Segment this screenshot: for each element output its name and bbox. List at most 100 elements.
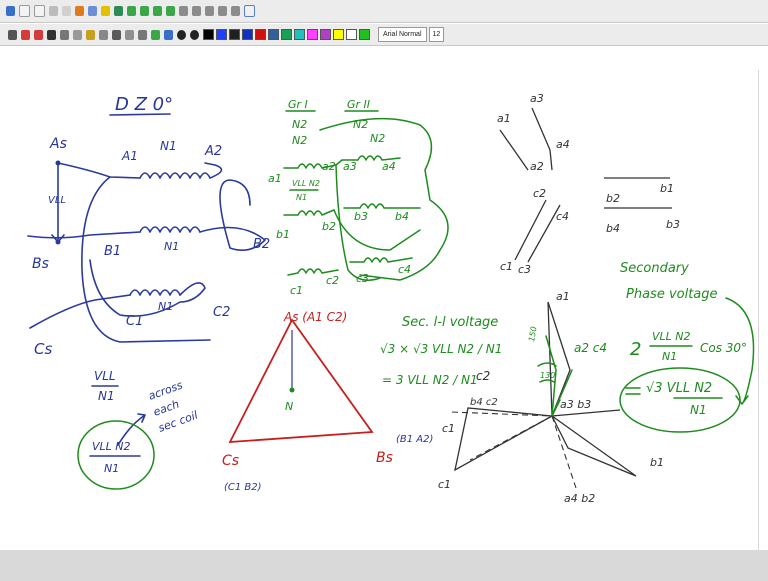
frac-num: VLL — [94, 369, 116, 383]
color-swatch[interactable] — [203, 29, 214, 40]
label-Cs: Cs — [34, 340, 52, 358]
tri-label-N: N — [285, 400, 293, 413]
open-icon[interactable] — [34, 5, 45, 17]
zoom-in-icon[interactable] — [192, 6, 201, 16]
font-size-box[interactable]: 12 — [428, 27, 445, 42]
last-page-icon[interactable] — [166, 6, 175, 16]
color-swatch[interactable] — [268, 29, 279, 40]
label-A1: A1 — [121, 149, 138, 163]
seq-b1: b1 — [660, 182, 674, 195]
seq-c2: c2 — [533, 187, 546, 200]
title-dz0: D Z 0° — [115, 94, 173, 115]
color-swatch[interactable] — [216, 29, 227, 40]
coil-A — [139, 172, 211, 179]
text-two: 2 — [630, 339, 641, 360]
pen-tool-icon[interactable] — [8, 29, 17, 40]
label-N1-c: N1 — [158, 300, 173, 313]
dot-large-icon[interactable] — [190, 29, 199, 40]
color-swatch[interactable] — [281, 29, 292, 40]
color-swatch[interactable] — [307, 29, 318, 40]
ph-130: 130 — [540, 371, 555, 380]
pointer-icon[interactable] — [164, 29, 173, 40]
label-C2: C2 — [213, 305, 230, 320]
seq-b4: b4 — [606, 222, 620, 235]
tri-label-As: As (A1 C2) — [283, 310, 347, 324]
color-swatch[interactable] — [320, 29, 331, 40]
rotate-icon[interactable] — [151, 29, 160, 40]
insert-space-icon[interactable] — [125, 29, 134, 40]
line-icon[interactable] — [138, 29, 147, 40]
tri-label-Bs: Bs — [376, 450, 393, 466]
lasso-icon[interactable] — [60, 29, 69, 40]
drawing-toolbar: Arial Normal 12 — [0, 24, 768, 46]
color-swatch[interactable] — [294, 29, 305, 40]
label-B2: B2 — [253, 237, 270, 252]
fullscreen-icon[interactable] — [244, 5, 255, 17]
first-page-icon[interactable] — [127, 6, 136, 16]
color-swatch[interactable] — [346, 29, 357, 40]
select-icon[interactable] — [112, 29, 121, 40]
vfrac-den: N1 — [296, 193, 307, 202]
zoom-width-icon[interactable] — [218, 6, 227, 16]
tri-label-Cs: Cs — [222, 453, 239, 469]
color-swatch[interactable] — [229, 29, 240, 40]
seq-c4: c4 — [556, 210, 569, 223]
label-b2: b2 — [322, 220, 336, 233]
seq-c1: c1 — [500, 260, 513, 273]
text-tool-icon[interactable] — [47, 29, 56, 40]
arrow-across — [117, 413, 146, 446]
eraser-icon[interactable] — [34, 29, 43, 40]
seq-a4: a4 — [556, 138, 570, 151]
color-palette — [203, 29, 372, 40]
font-name-box[interactable]: Arial Normal — [378, 27, 427, 42]
undo-icon[interactable] — [88, 6, 97, 16]
ph-c1b: c1 — [438, 478, 451, 491]
label-a3: a3 — [343, 160, 357, 173]
prev-page-icon[interactable] — [140, 6, 149, 16]
label-N2-4: N2 — [370, 132, 385, 145]
v-num: VLL N2 — [652, 330, 691, 343]
ph-a4b2: a4 b2 — [564, 492, 595, 505]
zoom-out-icon[interactable] — [205, 6, 214, 16]
label-grII: Gr II — [347, 98, 370, 111]
ph-a1: a1 — [556, 290, 570, 303]
color-swatch[interactable] — [255, 29, 266, 40]
new-page-icon[interactable] — [19, 5, 30, 17]
ph-c1: c1 — [442, 422, 455, 435]
paste-icon[interactable] — [75, 6, 84, 16]
label-a1: a1 — [268, 172, 282, 185]
whiteboard-canvas[interactable]: D Z 0° As Bs Cs VLL A1 N1 A2 B1 N1 B2 C1… — [0, 70, 759, 550]
res-num: √3 VLL N2 — [646, 381, 712, 396]
image-icon[interactable] — [86, 29, 95, 40]
color-swatch[interactable] — [242, 29, 253, 40]
circ-num: VLL N2 — [92, 440, 131, 453]
color-swatch[interactable] — [333, 29, 344, 40]
text-phase-voltage: Phase voltage — [626, 287, 718, 302]
ph-b4c2: b4 c2 — [470, 397, 498, 408]
label-N1-b: N1 — [164, 240, 179, 253]
hand-icon[interactable] — [99, 29, 108, 40]
zoom-page-icon[interactable] — [231, 6, 240, 16]
cut-icon[interactable] — [49, 6, 58, 16]
label-vll-left: VLL — [48, 195, 66, 206]
seq-a1: a1 — [497, 112, 511, 125]
ph-a2c4: a2 c4 — [574, 341, 607, 355]
text-across: across — [147, 378, 185, 402]
dot-small-icon[interactable] — [177, 29, 186, 40]
zoom-fit-icon[interactable] — [179, 6, 188, 16]
save-icon[interactable] — [6, 6, 15, 16]
text-sec-ll: Sec. l-l voltage — [402, 315, 498, 330]
handwritten-notes: D Z 0° As Bs Cs VLL A1 N1 A2 B1 N1 B2 C1… — [27, 92, 755, 505]
ph-b1: b1 — [650, 456, 664, 469]
tri-label-C-paren: (C1 B2) — [224, 482, 262, 493]
color-swatch[interactable] — [359, 29, 370, 40]
pen-icon[interactable] — [114, 6, 123, 16]
label-c2: c2 — [326, 274, 339, 287]
copy-icon[interactable] — [62, 6, 71, 16]
lightbulb-icon[interactable] — [101, 6, 110, 16]
shape-icon[interactable] — [73, 29, 82, 40]
next-page-icon[interactable] — [153, 6, 162, 16]
circle-vll-n2 — [77, 420, 155, 490]
tri-label-B-paren: (B1 A2) — [396, 434, 433, 445]
highlighter-icon[interactable] — [21, 29, 30, 40]
